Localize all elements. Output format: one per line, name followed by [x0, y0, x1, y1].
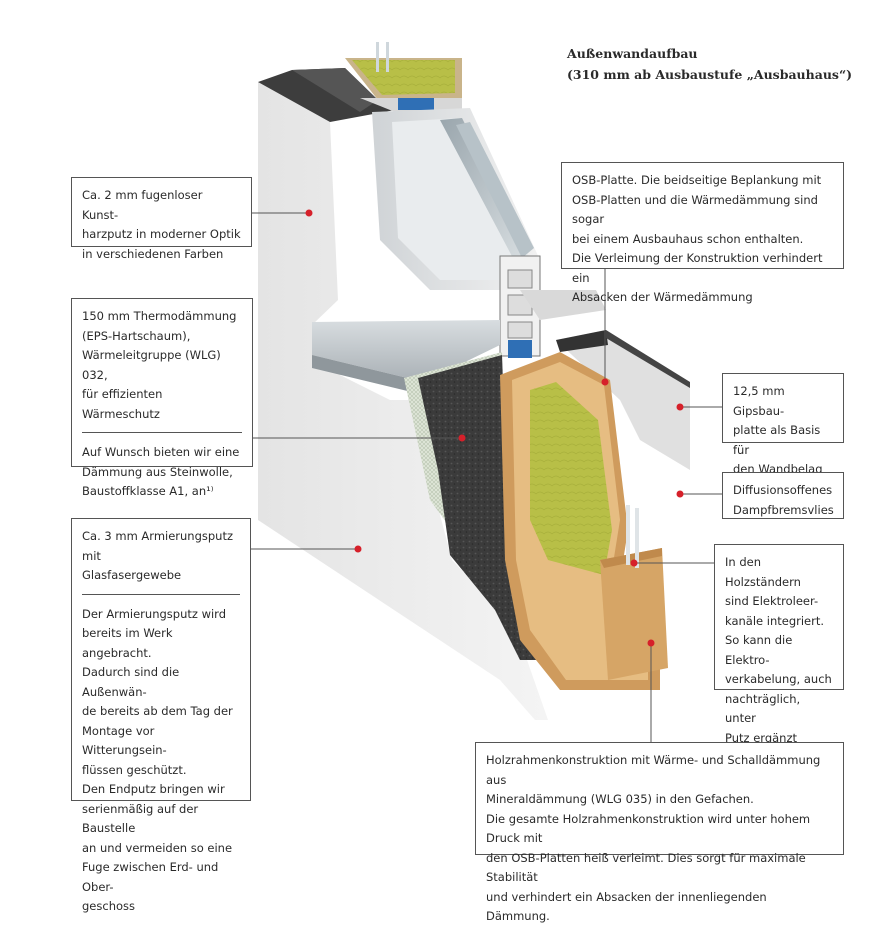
marker-dot	[458, 434, 466, 442]
callout-holzrahmen: Holzrahmenkonstruktion mit Wärme- und Sc…	[475, 742, 844, 923]
markers	[305, 209, 684, 647]
leader-lines	[243, 212, 722, 742]
callout-text: Diffusionsoffenes Dampfbremsvlies	[733, 483, 834, 517]
callout-gipsbauplatte: 12,5 mm Gipsbau- platte als Basis für de…	[722, 373, 844, 476]
callout-kunstharzputz: Ca. 2 mm fugenloser Kunst- harzputz in m…	[71, 177, 252, 261]
callout-text: Holzrahmenkonstruktion mit Wärme- und Sc…	[486, 753, 821, 923]
marker-dot	[676, 490, 684, 498]
outer-plaster	[258, 68, 548, 720]
callout-text: In den Holzständern sind Elektroleer- ka…	[725, 555, 832, 764]
title-line-1: Außenwandaufbau	[567, 46, 698, 61]
title-line-2: (310 mm ab Ausbaustufe „Ausbauhaus“)	[567, 67, 853, 82]
callout-text-extra: Der Armierungsputz wird bereits im Werk …	[82, 606, 233, 914]
callout-text: OSB-Platte. Die beidseitige Beplankung m…	[572, 173, 823, 304]
callout-holzstaender: In den Holzständern sind Elektroleer- ka…	[714, 544, 844, 764]
marker-dot	[630, 559, 638, 567]
divider	[82, 593, 240, 595]
inner-sill	[520, 290, 606, 320]
marker-dot	[354, 545, 362, 553]
lintel-insulation	[345, 42, 462, 100]
marker-dot	[601, 378, 609, 386]
callout-osb-platte: OSB-Platte. Die beidseitige Beplankung m…	[561, 162, 844, 304]
callout-armierungsputz: Ca. 3 mm Armierungsputz mit Glasfasergew…	[71, 518, 251, 913]
callout-dampfbremsvlies: Diffusionsoffenes Dampfbremsvlies	[722, 472, 844, 519]
callout-thermodaemmung: 150 mm Thermodämmung (EPS-Hartschaum), W…	[71, 298, 253, 498]
callout-text: Ca. 3 mm Armierungsputz mit Glasfasergew…	[82, 529, 234, 582]
callout-text-extra: Auf Wunsch bieten wir eine Dämmung aus S…	[82, 445, 240, 498]
marker-dot	[305, 209, 313, 217]
callout-text: 12,5 mm Gipsbau- platte als Basis für de…	[733, 384, 823, 476]
inner-wall	[556, 330, 690, 470]
wall-section-illustration	[243, 42, 722, 742]
window	[360, 98, 541, 358]
callout-text: 150 mm Thermodämmung (EPS-Hartschaum), W…	[82, 309, 237, 421]
marker-dot	[647, 639, 655, 647]
diagram-title: Außenwandaufbau (310 mm ab Ausbaustufe „…	[567, 43, 852, 85]
divider	[82, 432, 242, 433]
callout-text: Ca. 2 mm fugenloser Kunst- harzputz in m…	[82, 188, 241, 261]
marker-dot	[676, 403, 684, 411]
